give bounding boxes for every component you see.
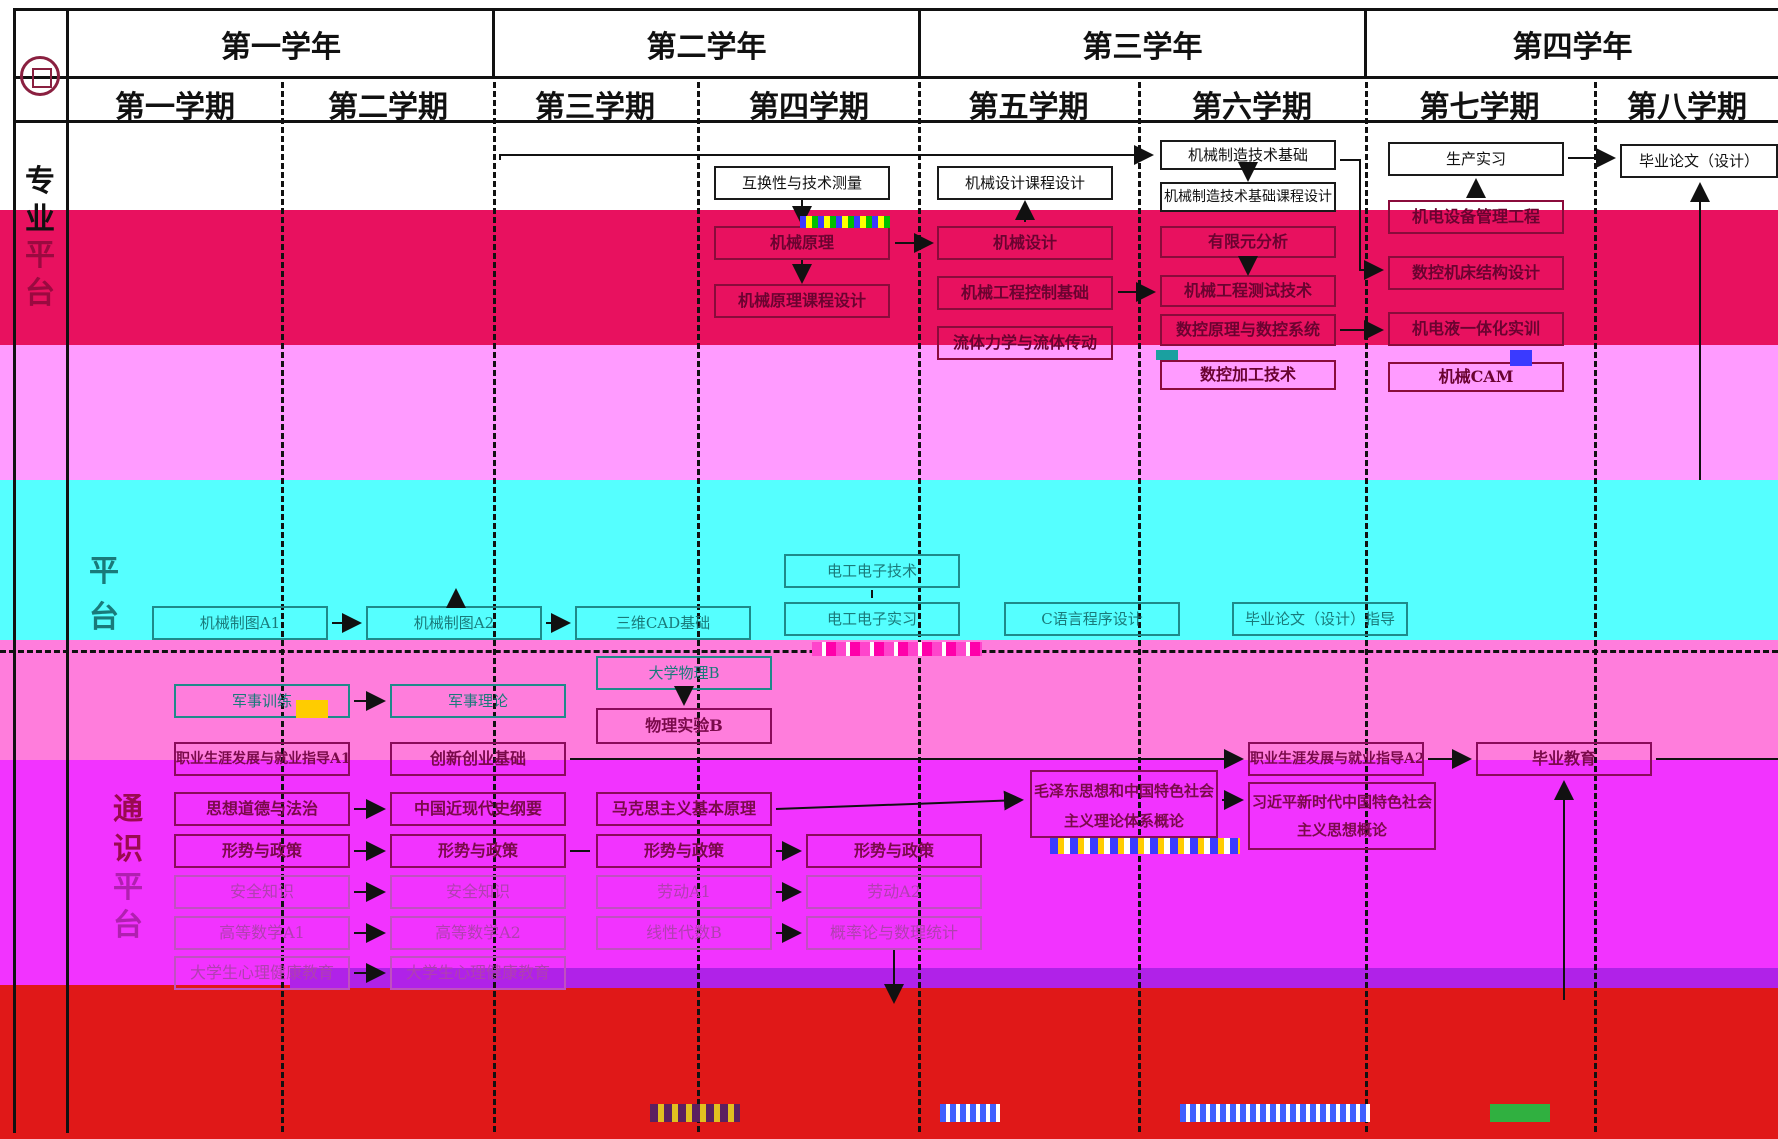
course-box: 毛泽东思想和中国特色社会主义理论体系概论 (1030, 770, 1218, 838)
term-sep-6 (1365, 82, 1368, 1132)
lavender-band (0, 345, 1778, 480)
course-box: 概率论与数理统计 (806, 916, 982, 950)
course-box: 毕业论文（设计）指导 (1232, 602, 1408, 636)
header-divider-2 (13, 120, 1778, 123)
glitch-fragment (296, 700, 328, 718)
course-box: 机械工程测试技术 (1160, 275, 1336, 307)
course-box: 互换性与技术测量 (714, 166, 890, 200)
major-platform-label-3: 台 (25, 276, 55, 311)
course-box: 线性代数B (596, 916, 772, 950)
course-box: 数控加工技术 (1160, 360, 1336, 390)
course-box: 机械设计课程设计 (937, 166, 1113, 200)
term-5: 第五学期 (968, 90, 1089, 125)
course-box: 劳动A1 (596, 875, 772, 909)
course-box: 形势与政策 (390, 834, 566, 868)
course-box: 机械制造技术基础课程设计 (1160, 182, 1336, 212)
course-box: 大学生心理健康教育 (390, 956, 566, 990)
header-frame (13, 8, 1778, 1133)
course-box: 机械CAM (1388, 362, 1564, 392)
course-box: 流体力学与流体传动 (937, 326, 1113, 360)
course-box: 形势与政策 (174, 834, 350, 868)
university-seal-icon (20, 56, 60, 96)
header-divider-1 (13, 76, 1778, 79)
course-box: 毕业教育 (1476, 742, 1652, 776)
course-box: 形势与政策 (596, 834, 772, 868)
year-3: 第三学年 (1082, 30, 1203, 65)
logo-column-line (66, 8, 69, 1133)
course-box: 习近平新时代中国特色社会主义思想概论 (1248, 782, 1436, 850)
general-platform-label-0: 通 (113, 792, 143, 827)
glitch-fragment (1050, 838, 1240, 854)
glitch-fragment (1180, 1104, 1370, 1122)
course-box: 大学生心理健康教育 (174, 956, 350, 990)
course-box: 三维CAD基础 (575, 606, 751, 640)
course-box: 机电设备管理工程 (1388, 200, 1564, 234)
course-box: 电工电子技术 (784, 554, 960, 588)
glitch-fragment (800, 216, 890, 228)
course-box: 机械工程控制基础 (937, 276, 1113, 310)
year-sep-2 (918, 8, 921, 78)
course-box: 安全知识 (174, 875, 350, 909)
course-box: 高等数学A1 (174, 916, 350, 950)
course-box: 中国近现代史纲要 (390, 792, 566, 826)
glitch-fragment (1490, 1104, 1550, 1122)
term-4: 第四学期 (749, 90, 869, 125)
cyan-band (0, 480, 1778, 640)
general-platform-label-2: 平 (113, 870, 143, 905)
tech-platform-label-1: 台 (89, 600, 119, 635)
term-7: 第七学期 (1419, 90, 1540, 125)
magenta-band (0, 760, 1778, 985)
year-2: 第二学年 (646, 30, 767, 65)
course-box: 形势与政策 (806, 834, 982, 868)
course-box: 物理实验B (596, 708, 772, 744)
glitch-fragment (1156, 350, 1178, 360)
course-box: 马克思主义基本原理 (596, 792, 772, 826)
course-box: 职业生涯发展与就业指导A1 (174, 742, 350, 776)
course-box: 机械设计 (937, 226, 1113, 260)
course-box: 机械原理课程设计 (714, 284, 890, 318)
glitch-fragment (650, 1104, 740, 1122)
term-sep-5 (1138, 82, 1141, 1132)
purple-strip (290, 968, 1778, 988)
term-6: 第六学期 (1192, 90, 1312, 125)
course-box: 数控机床结构设计 (1388, 256, 1564, 290)
course-box: 军事训练 (174, 684, 350, 718)
major-platform-label-2: 平 (25, 238, 55, 273)
general-platform-label-3: 台 (113, 908, 143, 943)
term-3: 第三学期 (535, 90, 655, 125)
glitch-fragment (940, 1104, 1000, 1122)
term-1: 第一学期 (115, 90, 235, 125)
course-box: 思想道德与法治 (174, 792, 350, 826)
glitch-fragment (1510, 350, 1532, 366)
term-sep-7 (1594, 82, 1597, 1132)
course-box: 安全知识 (390, 875, 566, 909)
course-box: C语言程序设计 (1004, 602, 1180, 636)
major-platform-label-0: 专 (25, 164, 55, 199)
course-box: 创新创业基础 (390, 742, 566, 776)
course-box: 生产实习 (1388, 142, 1564, 176)
course-box: 职业生涯发展与就业指导A2 (1248, 742, 1424, 776)
term-8: 第八学期 (1627, 90, 1747, 125)
year-sep-3 (1364, 8, 1367, 78)
general-platform-label-1: 识 (113, 832, 143, 867)
course-box: 电工电子实习 (784, 602, 960, 636)
course-box: 高等数学A2 (390, 916, 566, 950)
course-box: 毕业论文（设计） (1620, 144, 1778, 178)
year-4: 第四学年 (1512, 30, 1633, 65)
term-sep-4 (918, 82, 921, 1132)
tech-platform-label-0: 平 (89, 554, 119, 589)
course-box: 数控原理与数控系统 (1160, 314, 1336, 346)
red-band (0, 985, 1778, 1139)
course-box: 机电液一体化实训 (1388, 312, 1564, 346)
major-platform-label-1: 业 (25, 202, 55, 237)
course-box: 机械制图A1 (152, 606, 328, 640)
term-2: 第二学期 (328, 90, 448, 125)
course-box: 劳动A2 (806, 875, 982, 909)
course-box: 军事理论 (390, 684, 566, 718)
glitch-fragment (812, 642, 982, 656)
year-1: 第一学年 (221, 30, 341, 65)
year-sep-1 (492, 8, 495, 78)
